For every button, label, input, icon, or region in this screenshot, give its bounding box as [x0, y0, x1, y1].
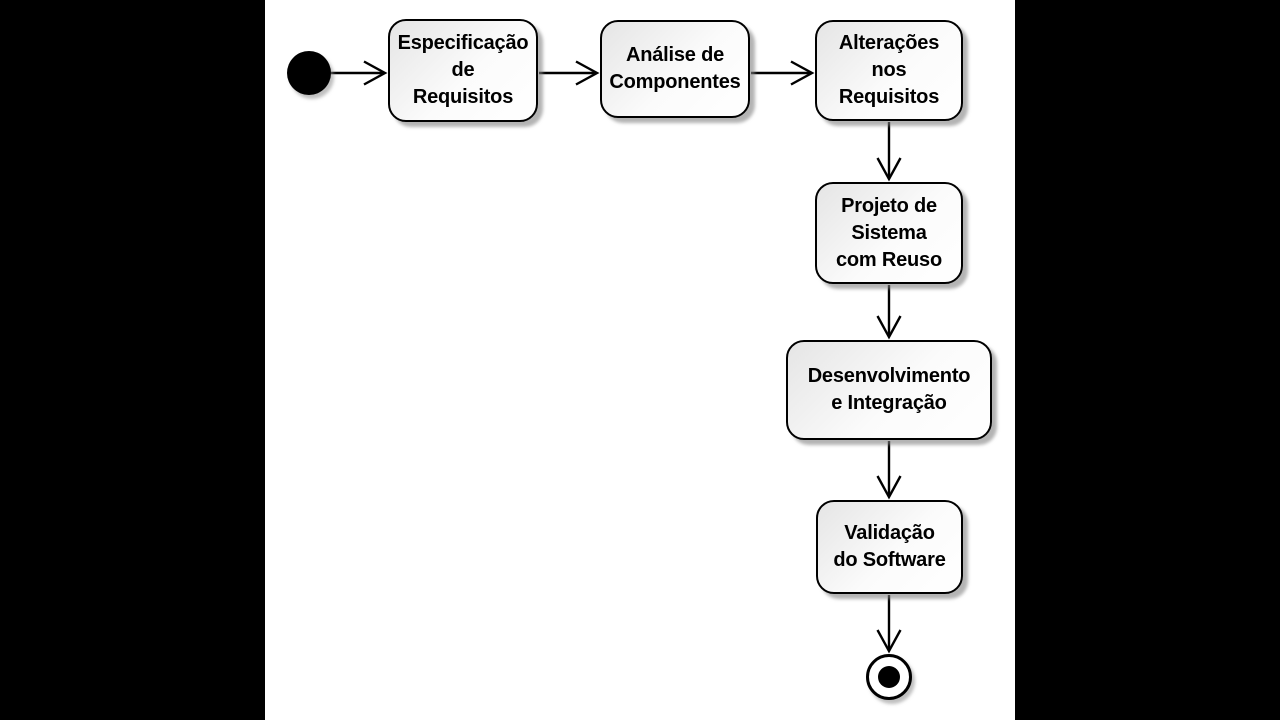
activity-analise-de-componentes: Análise de Componentes [600, 20, 750, 118]
final-node-dot [878, 666, 900, 688]
activity-desenvolvimento-e-integracao: Desenvolvimento e Integração [786, 340, 992, 440]
letterbox-left [0, 0, 265, 720]
diagram-canvas: Especificação de Requisitos Análise de C… [265, 0, 1015, 720]
activity-label: Projeto de Sistema com Reuso [835, 194, 942, 271]
initial-node [287, 51, 331, 95]
activity-alteracoes-nos-requisitos: Alterações nos Requisitos [815, 20, 963, 121]
activity-validacao-do-software: Validação do Software [816, 500, 963, 594]
activity-label: Alterações nos Requisitos [838, 32, 940, 108]
final-node [866, 654, 912, 700]
activity-especificacao-de-requisitos: Especificação de Requisitos [388, 19, 538, 122]
activity-projeto-de-sistema-com-reuso: Projeto de Sistema com Reuso [815, 182, 963, 284]
activity-label: Validação do Software [833, 522, 946, 571]
letterbox-right [1015, 0, 1280, 720]
activity-label: Especificação de Requisitos [397, 32, 529, 108]
activity-label: Análise de Componentes [609, 44, 741, 93]
activity-label: Desenvolvimento e Integração [807, 365, 971, 414]
